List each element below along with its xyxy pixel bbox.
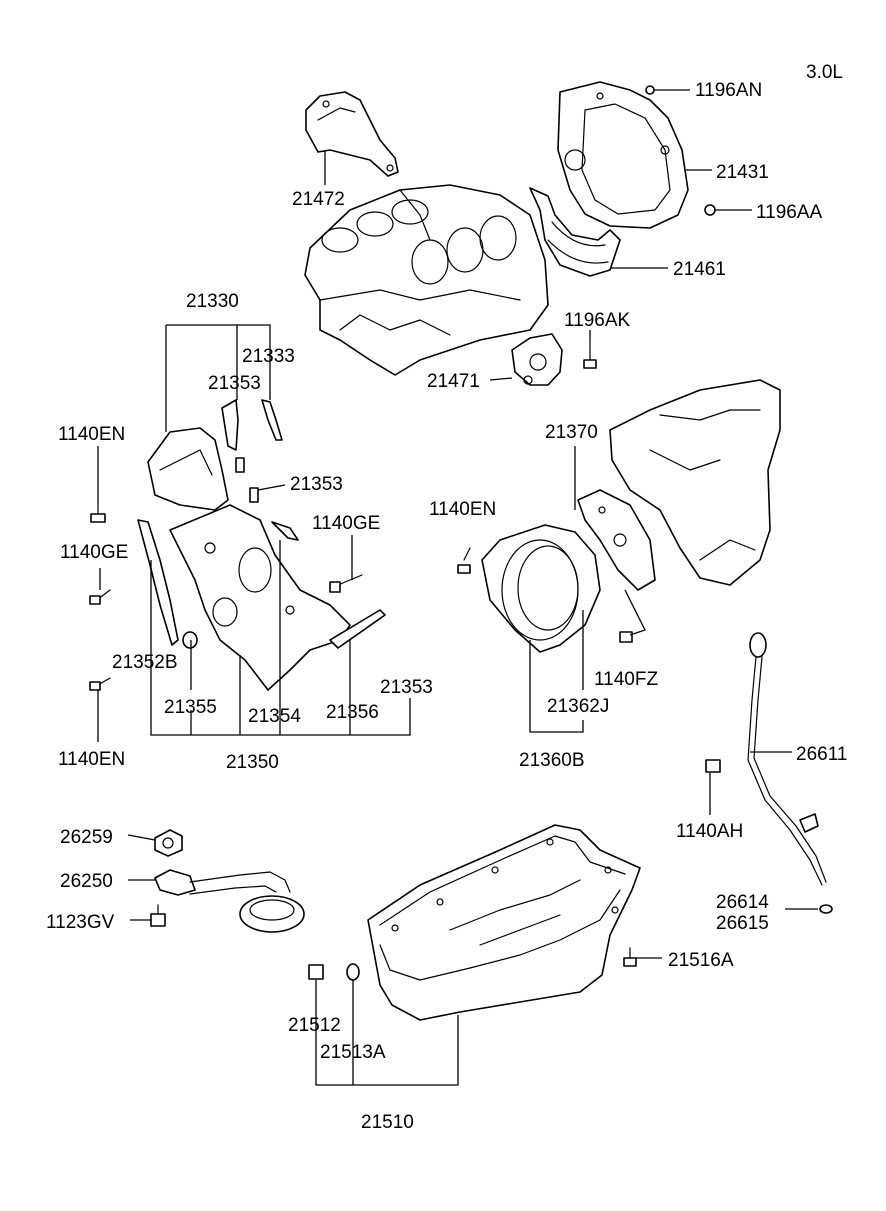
oil-pan-21510-illustration [367,824,641,1021]
label-1140EN-top: 1140EN [58,424,125,445]
bolt-1196AA-icon [704,204,729,216]
label-21354: 21354 [248,706,301,727]
label-21353-upper: 21353 [208,373,261,394]
label-21362J: 21362J [547,696,609,717]
label-21461: 21461 [673,259,726,280]
timing-cover-lower-illustration [137,504,386,691]
label-21333: 21333 [242,346,295,367]
bracket-21471-illustration [511,333,563,386]
timing-cover-upper-illustration [147,399,283,511]
label-21472: 21472 [292,189,345,210]
label-21360B: 21360B [519,750,585,771]
label-26615: 26615 [716,913,769,934]
seal-cover-21461-illustration [529,187,621,277]
label-21431: 21431 [716,162,769,183]
oil-strainer-26250-illustration [154,869,305,933]
label-1140GE-right: 1140GE [312,513,380,534]
label-21471: 21471 [427,371,480,392]
label-1196AN: 1196AN [695,80,762,101]
label-21356: 21356 [326,702,379,723]
bolt-1140EN-b-icon [457,547,471,574]
gasket-26259-illustration [154,829,183,857]
label-1196AA: 1196AA [756,202,823,223]
label-21355: 21355 [164,697,217,718]
engine-displacement-label: 3.0L [806,62,843,83]
bolt-21512-icon [308,964,324,980]
label-1140FZ: 1140FZ [594,669,658,690]
label-21512: 21512 [288,1015,341,1036]
label-21510: 21510 [361,1112,414,1133]
bolt-1196AK-icon [583,339,597,369]
bolt-1140AH-icon [705,759,721,773]
label-21516A: 21516A [668,950,734,971]
flywheel-housing-illustration [481,489,656,653]
label-1196AK: 1196AK [564,310,631,331]
label-1123GV: 1123GV [46,912,115,933]
label-21350: 21350 [226,752,279,773]
label-21352B: 21352B [112,652,178,673]
label-26614: 26614 [716,892,769,913]
label-21513A: 21513A [320,1042,386,1063]
bolt-1140GE-a-icon [89,589,111,605]
label-21370: 21370 [545,422,598,443]
rear-plate-21431-illustration [557,81,689,229]
label-1140GE-left: 1140GE [60,542,128,563]
leader-lines [97,89,818,1086]
label-1140EN-bottom: 1140EN [58,749,125,770]
engine-block-illustration [304,184,549,376]
bolt-21516A-icon [623,947,637,967]
label-26259: 26259 [60,827,113,848]
plug-26614-icon [819,904,833,914]
label-21353-middle: 21353 [290,474,343,495]
washer-21513A-icon [346,963,360,981]
label-21353-lower: 21353 [380,677,433,698]
bolt-1140EN-a-icon [90,504,106,523]
bracket-21472-illustration [305,91,399,177]
bolt-1196AN-icon [645,85,665,95]
bolt-1140EN-c-icon [89,677,111,691]
engine-block-side-illustration [609,379,781,586]
bolt-1123GV-icon [150,904,166,927]
bolt-1140GE-b-icon [329,574,363,593]
label-26611: 26611 [796,744,847,765]
bolt-1140FZ-icon [619,631,633,643]
label-21330: 21330 [186,291,239,312]
dipstick-26611-illustration [747,632,827,886]
label-1140EN-right: 1140EN [429,499,496,520]
label-1140AH: 1140AH [676,821,743,842]
label-26250: 26250 [60,871,113,892]
